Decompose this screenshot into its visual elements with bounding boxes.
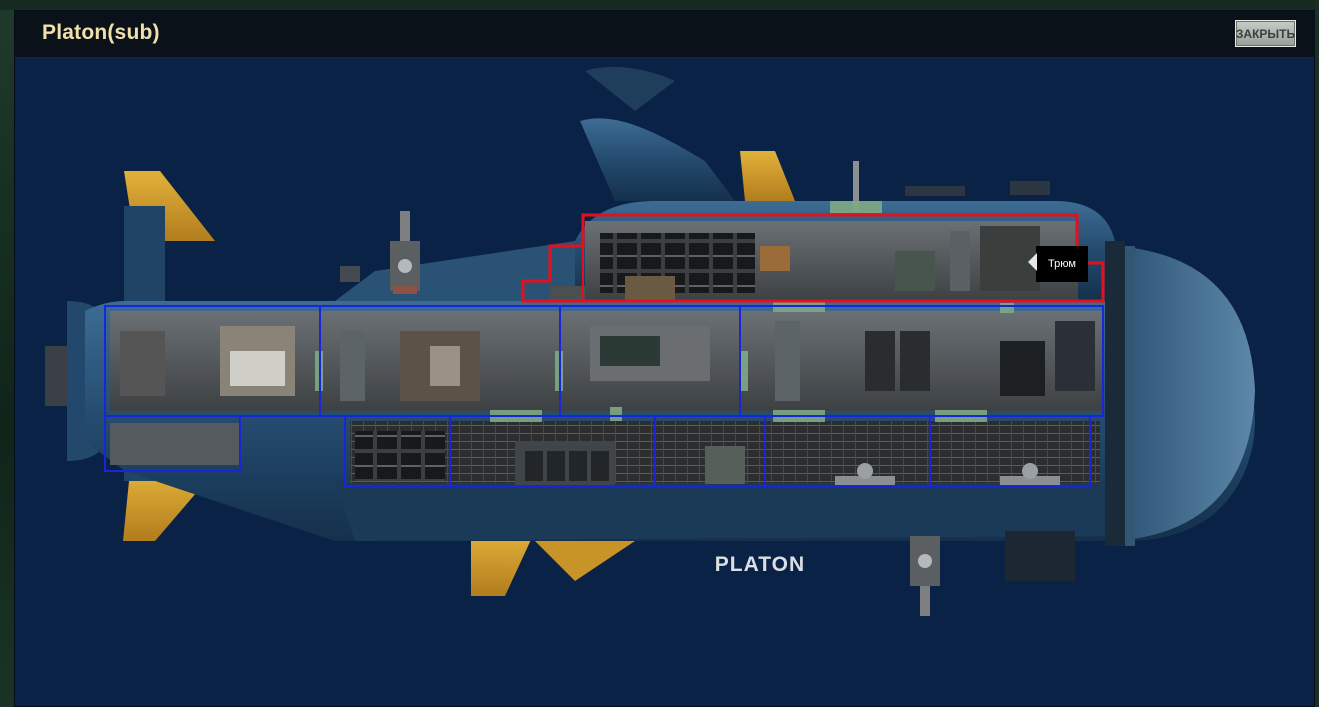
top-turret bbox=[390, 211, 420, 294]
ladder-shaft bbox=[355, 431, 445, 481]
cargo-crate bbox=[625, 276, 675, 301]
keel-yellow-fin-left bbox=[471, 531, 535, 596]
hull-name: PLATON bbox=[715, 553, 805, 576]
close-button[interactable]: ЗАКРЫТЬ bbox=[1235, 20, 1296, 47]
reactor-core bbox=[230, 351, 285, 386]
aft-engine-panel bbox=[120, 331, 165, 396]
bottom-turret bbox=[910, 536, 940, 616]
crew-bunk-1 bbox=[865, 331, 895, 391]
ballast-pump-left bbox=[835, 476, 895, 486]
keel-yellow-fin-right bbox=[535, 541, 635, 581]
command-door bbox=[775, 321, 800, 401]
room-outlines bbox=[104, 305, 1104, 487]
crew-bunk-2 bbox=[900, 331, 930, 391]
medical-cabinet bbox=[705, 446, 745, 484]
cargo-machine bbox=[895, 251, 935, 291]
room-bilge bbox=[104, 415, 241, 472]
upper-door bbox=[950, 231, 970, 291]
engine-door bbox=[340, 331, 365, 401]
bow-ring-highlight bbox=[1125, 246, 1135, 546]
locker-bay bbox=[1000, 341, 1045, 396]
keel-hull bbox=[335, 481, 1105, 541]
deck-vent bbox=[1010, 181, 1050, 195]
deck-hatch bbox=[905, 186, 965, 196]
aft-bilge-interior bbox=[110, 423, 240, 465]
portrait-frame bbox=[760, 246, 790, 271]
room-ballast-2 bbox=[929, 415, 1091, 487]
upper-hull-slope bbox=[335, 241, 575, 301]
window-title: Platon(sub) bbox=[42, 21, 160, 44]
background-top-strip bbox=[0, 0, 1319, 10]
navigation-screen bbox=[600, 336, 660, 366]
diving-suit-locker bbox=[1055, 321, 1095, 391]
bow-dome bbox=[1115, 246, 1255, 541]
title-bar: Platon(sub) ЗАКРЫТЬ bbox=[15, 11, 1314, 58]
propeller-hub bbox=[45, 346, 67, 406]
dorsal-antenna-fin bbox=[585, 66, 675, 111]
bow-ring bbox=[1105, 241, 1125, 546]
cargo-shelves bbox=[600, 233, 755, 293]
submarine-schematic: PLATON bbox=[45, 66, 1255, 616]
background-right-strip bbox=[1315, 0, 1319, 707]
dorsal-tail-fin bbox=[580, 118, 735, 201]
submarine-stage: PLATON Трюм bbox=[15, 57, 1314, 706]
engine-core bbox=[430, 346, 460, 386]
room-tooltip: Трюм bbox=[1028, 246, 1088, 282]
ballast-pump-right bbox=[1000, 476, 1060, 486]
conning-yellow-fin bbox=[740, 151, 795, 201]
deck-winch bbox=[340, 266, 360, 282]
submarine-view-window: Platon(sub) ЗАКРЫТЬ bbox=[14, 10, 1315, 707]
keel-pod bbox=[1005, 531, 1075, 581]
stair-block bbox=[550, 286, 585, 301]
background-terrain bbox=[0, 0, 14, 707]
periscope-mast bbox=[853, 161, 859, 211]
